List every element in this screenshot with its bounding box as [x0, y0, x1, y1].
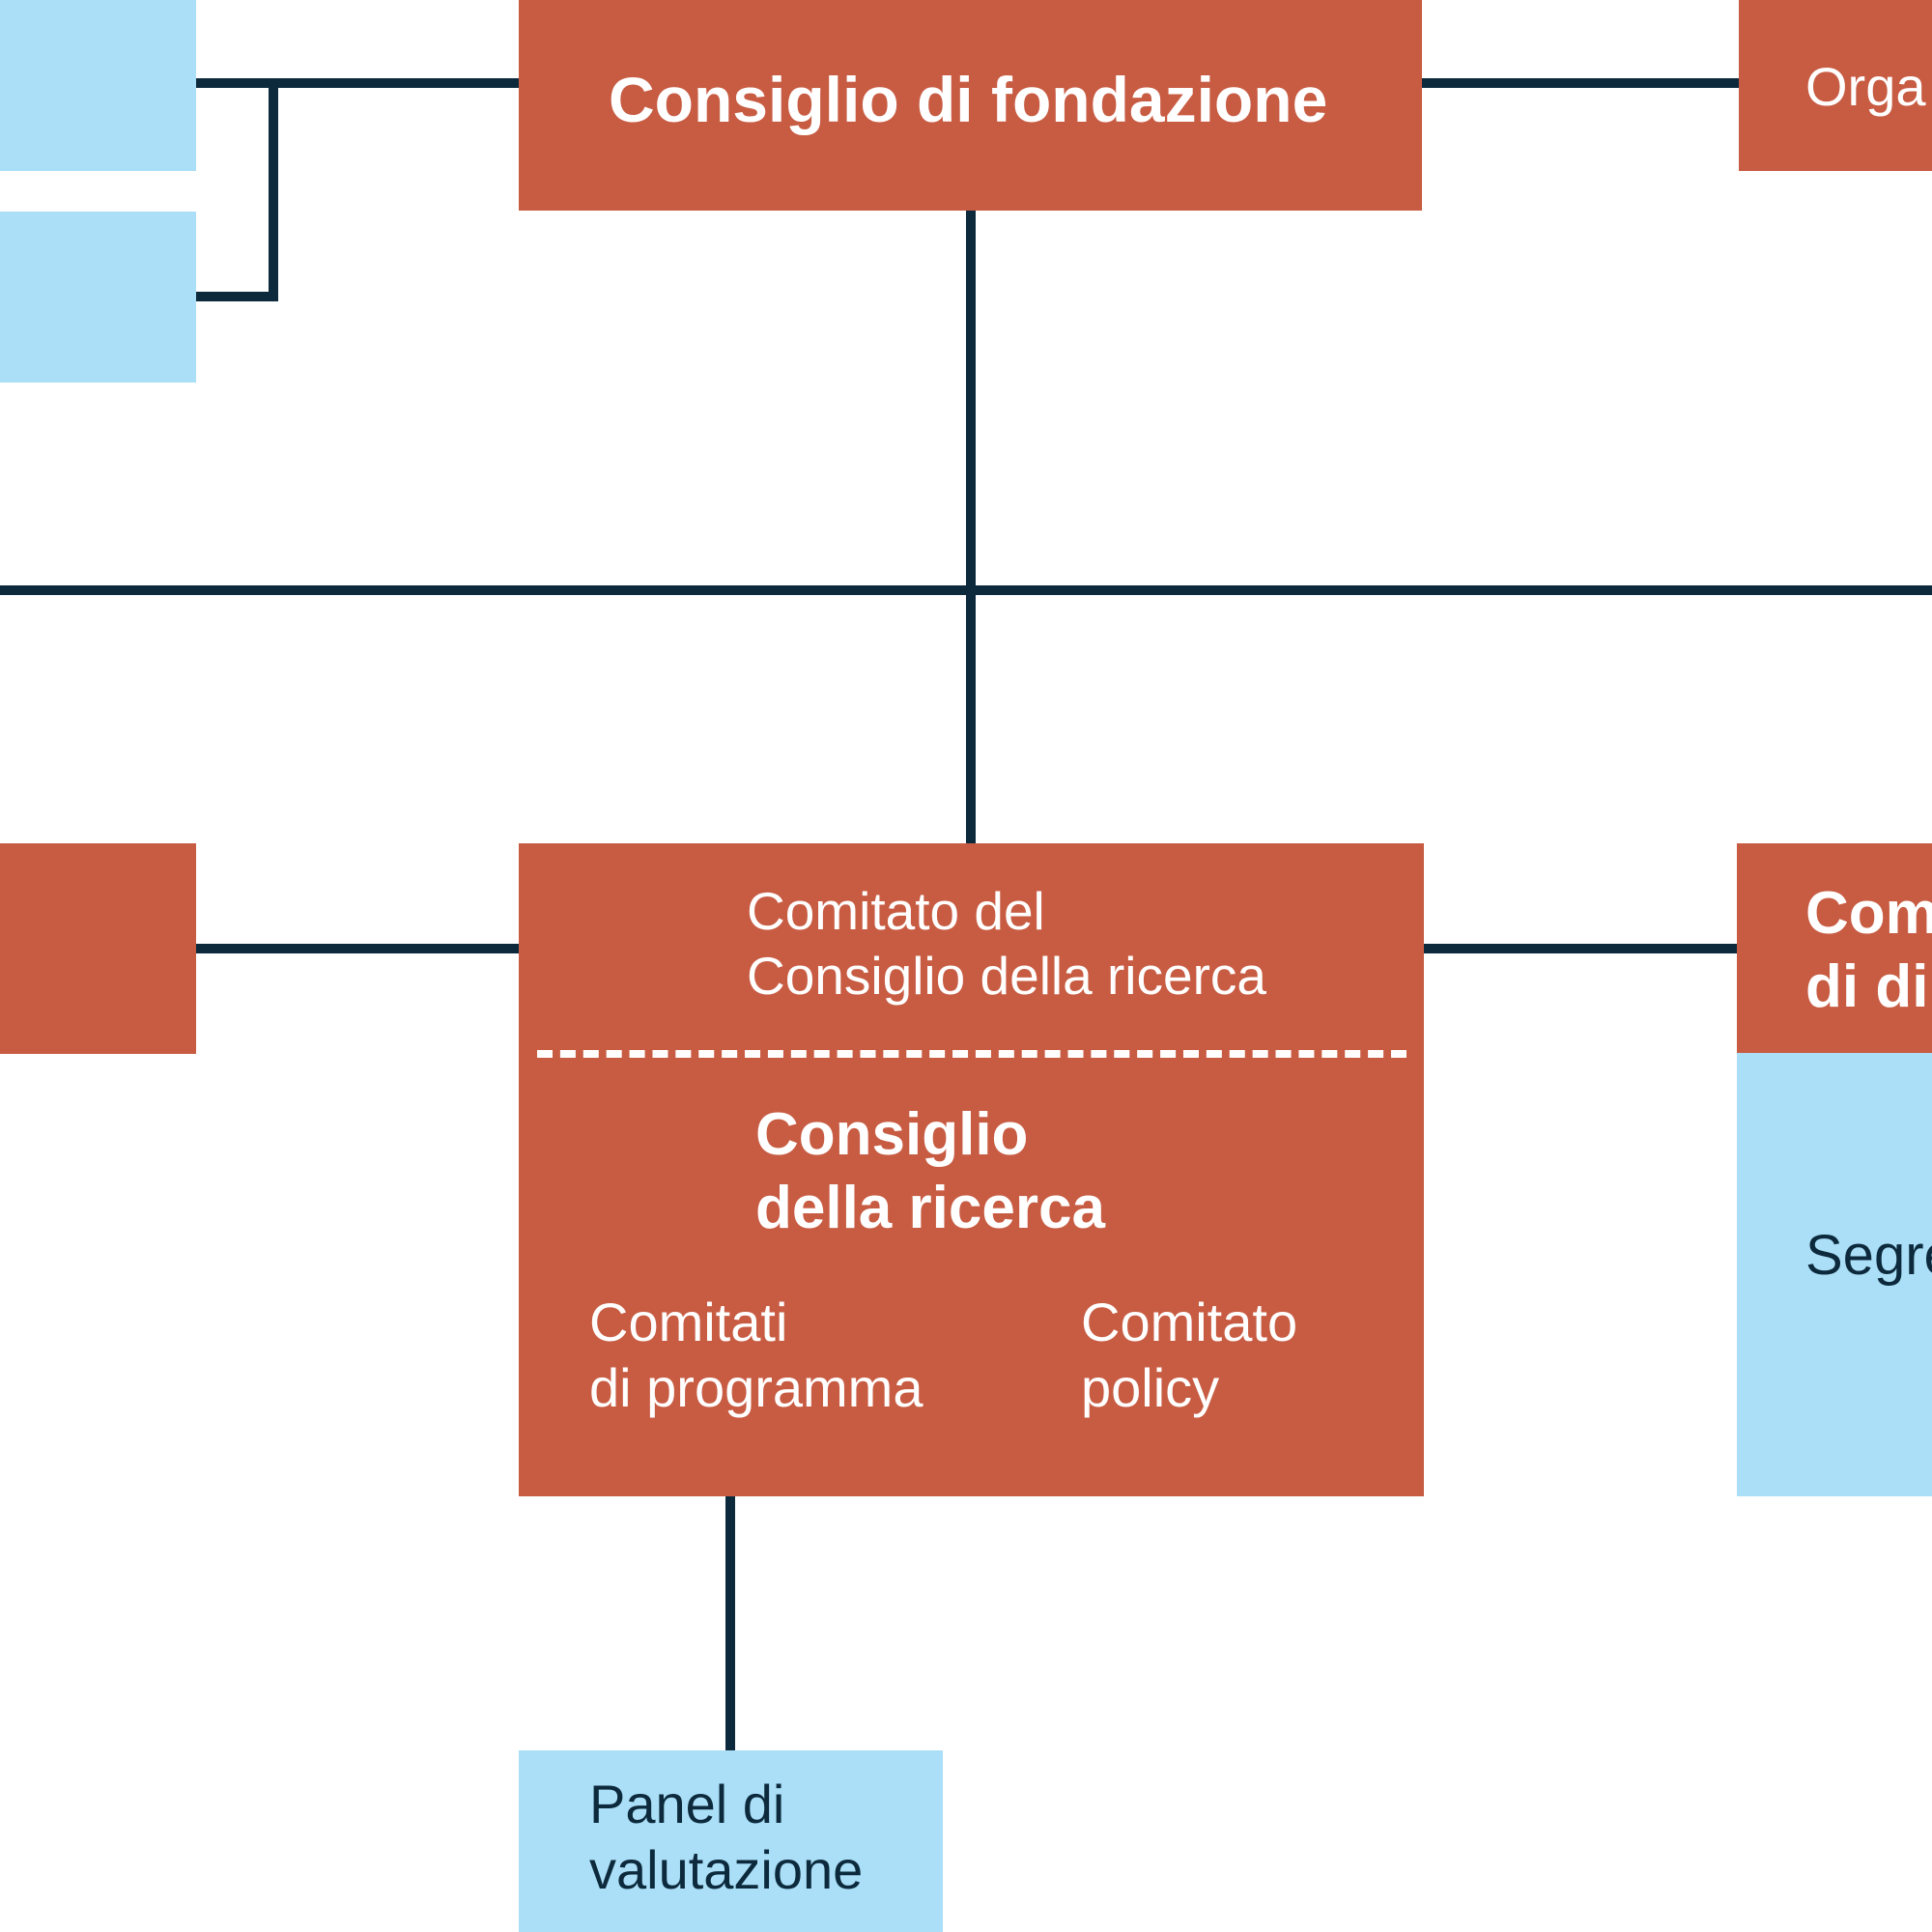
research-council-divider — [537, 1050, 1406, 1058]
connector-left-vertical — [269, 78, 278, 301]
right-committee-box: Com di di — [1737, 843, 1932, 1053]
connector-main-vertical-upper — [966, 211, 976, 592]
right-secretariat-label: Segre — [1805, 1224, 1932, 1287]
connector-left-top — [196, 78, 519, 88]
foundation-council-box: Consiglio di fondazione — [519, 0, 1422, 211]
research-council-box: Comitato del Consiglio della ricerca Con… — [519, 843, 1424, 1496]
right-secretariat-box: Segre — [1737, 1053, 1932, 1496]
research-council-title: Consiglio della ricerca — [755, 1101, 1105, 1241]
left-top-blue-box — [0, 0, 196, 171]
evaluation-panel-box: Panel di valutazione — [519, 1750, 943, 1932]
policy-committee-label: Comitato policy — [1081, 1292, 1298, 1419]
evaluation-panel-label: Panel di valutazione — [589, 1774, 864, 1901]
connector-main-vertical-lower — [966, 593, 976, 844]
research-council-committee-label: Comitato del Consiglio della ricerca — [747, 881, 1267, 1007]
connector-main-horizontal — [0, 585, 1932, 595]
connector-left-middle — [196, 944, 519, 953]
foundation-council-title: Consiglio di fondazione — [609, 64, 1328, 135]
top-right-organization-label: Orga — [1805, 56, 1926, 117]
connector-right-middle — [1424, 944, 1737, 953]
left-red-box — [0, 843, 196, 1054]
right-committee-label: Com di di — [1805, 880, 1932, 1020]
program-committees-label: Comitati di programma — [589, 1292, 923, 1419]
top-right-organization-box: Orga — [1739, 0, 1932, 171]
connector-top-right — [1422, 78, 1739, 88]
connector-left-lower — [196, 292, 278, 301]
left-second-blue-box — [0, 212, 196, 383]
connector-panel — [725, 1496, 735, 1750]
